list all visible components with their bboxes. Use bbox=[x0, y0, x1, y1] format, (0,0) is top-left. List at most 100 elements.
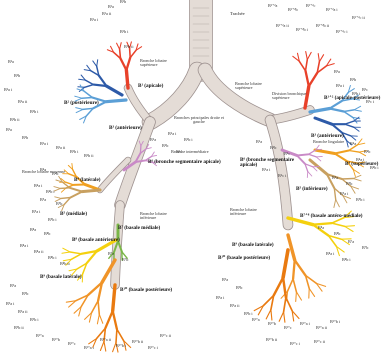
subsegment-label-r4-0: B⁴a bbox=[40, 168, 46, 172]
left-b9-branch-248 bbox=[295, 260, 306, 275]
right-b7-label: B⁷ (basale médiale) bbox=[118, 226, 160, 231]
right-b9-branch-117 bbox=[92, 301, 99, 313]
subsegment-label-l12-2: B¹⁺²c bbox=[306, 4, 315, 8]
left-b4-branch-195 bbox=[335, 154, 347, 162]
left-b4-branch-188 bbox=[335, 151, 349, 154]
subsegment-label-l9-4: B⁹b i bbox=[244, 312, 253, 316]
subsegment-label-r10-8: B¹⁰c ii bbox=[160, 334, 171, 338]
right-b2-branch-17 bbox=[85, 85, 94, 88]
right-b1-branch-5 bbox=[120, 49, 121, 58]
right-upper-lobe-bronchus bbox=[128, 88, 150, 122]
right-upper-lobe-bronchus-label: Bronche lobaire supérieure bbox=[140, 59, 180, 67]
left-b10-branch-264 bbox=[286, 298, 292, 311]
left-b3b-branch-179 bbox=[354, 127, 359, 131]
right-b3-branch-36 bbox=[76, 109, 83, 112]
left-lower-lobe-bronchus-label: Bronche lobaire inférieure bbox=[230, 208, 264, 216]
subsegment-label-r8-2: B⁸a i bbox=[20, 244, 28, 248]
subsegment-label-l10-5: B¹⁰b i bbox=[330, 320, 340, 324]
subsegment-label-l9-3: B⁹a ii bbox=[230, 304, 240, 308]
subsegment-label-r8-3: B⁸a ii bbox=[34, 250, 44, 254]
right-b9-branch-115 bbox=[99, 314, 103, 323]
left-b3b-branch-177 bbox=[345, 124, 354, 127]
subsegment-label-r10-1: B¹⁰b bbox=[52, 338, 60, 342]
subsegment-label-l12-0: B¹⁺²a bbox=[268, 4, 277, 8]
left-b5-label: B⁵ (inférieure) bbox=[296, 187, 328, 192]
subsegment-label-r1-2: B¹a i bbox=[90, 18, 98, 22]
subsegment-label-r1-0: B¹a bbox=[108, 5, 114, 9]
subsegment-label-l3-1: B³b bbox=[350, 78, 356, 82]
subsegment-label-r10-6: B¹⁰b ii bbox=[132, 340, 143, 344]
right-b3-branch-41 bbox=[75, 96, 82, 98]
right-b5-branch-61 bbox=[71, 192, 83, 198]
subsegment-label-r6-1: B⁶b bbox=[162, 144, 168, 148]
left-b3-branch-158 bbox=[330, 101, 342, 109]
subsegment-label-r5-0: B⁵a bbox=[40, 198, 46, 202]
subsegment-label-l12-1: B¹⁺²b bbox=[288, 8, 298, 12]
right-b8-branch-111 bbox=[63, 248, 70, 252]
left-b9-branch-253 bbox=[309, 288, 314, 296]
subsegment-label-r6-0: B⁶a bbox=[150, 138, 156, 142]
right-b8-branch-110 bbox=[62, 252, 70, 253]
left-b3b-branch-180 bbox=[332, 124, 342, 132]
subsegment-label-l9-2: B⁹a i bbox=[216, 296, 224, 300]
left-b3-branch-167 bbox=[354, 106, 361, 110]
left-b5-branch-206 bbox=[353, 179, 361, 181]
left-b6-branch-224 bbox=[316, 157, 321, 161]
left-b78-branch-238 bbox=[345, 226, 355, 227]
subsegment-label-l78-1: B⁸b bbox=[334, 232, 340, 236]
subsegment-label-r3-4: B³b i bbox=[70, 150, 78, 154]
subsegment-label-r10-3: B¹⁰a i bbox=[84, 346, 94, 350]
subsegment-label-r7-1: B⁷b bbox=[122, 258, 128, 262]
right-b3-branch-39 bbox=[82, 98, 92, 99]
left-b6-branch-230 bbox=[308, 172, 312, 176]
subsegment-label-r10-4: B¹⁰a ii bbox=[100, 338, 111, 342]
left-b9-branch-247 bbox=[288, 235, 295, 260]
left-b10-branch-268 bbox=[284, 312, 285, 322]
right-lower-lobe-bronchus-label: Bronche lobaire inférieure bbox=[140, 212, 176, 220]
subsegment-label-l6-1: B⁶b bbox=[270, 146, 276, 150]
right-b5-label: B⁵ (médiale) bbox=[60, 212, 87, 217]
left-b12-branch-150 bbox=[309, 73, 317, 86]
right-b10-branch-137 bbox=[104, 342, 106, 352]
subsegment-label-r6-3: B⁶a i bbox=[168, 132, 176, 136]
right-b1-branch-0 bbox=[126, 70, 128, 88]
subsegment-label-l12-4: B¹⁺²a ii bbox=[276, 24, 289, 28]
left-upper-lobe-bronchus-label: Bronche lobaire supérieure bbox=[235, 82, 273, 90]
subsegment-label-r8-4: B⁸b i bbox=[48, 256, 57, 260]
subsegment-label-l6-0: B⁶a bbox=[256, 140, 262, 144]
left-b9-branch-257 bbox=[296, 292, 301, 300]
right-b9-branch-116 bbox=[97, 314, 99, 324]
right-b4-branch-50 bbox=[66, 182, 74, 185]
left-b3-branch-169 bbox=[344, 112, 353, 118]
right-b10-branch-135 bbox=[105, 311, 112, 328]
main-bronchi-label: Bronches principales droite et gauche bbox=[170, 116, 228, 124]
subsegment-label-r8-0: B⁸a bbox=[30, 228, 36, 232]
left-b10-label: B¹⁰ (basale postérieure) bbox=[218, 256, 270, 261]
subsegment-label-l5-3: B⁵b i bbox=[356, 198, 365, 202]
subsegment-label-r9-4: B⁹b i bbox=[30, 318, 39, 322]
trachea-label: Trachée bbox=[230, 12, 245, 17]
left-b3-branch-166 bbox=[344, 110, 354, 112]
subsegment-label-r5-3: B⁵b i bbox=[48, 218, 57, 222]
left-b12-branch-148 bbox=[306, 52, 308, 60]
subsegment-label-r1-5: B¹b ii bbox=[124, 45, 134, 49]
right-b9-label: B⁹ (basale latérale) bbox=[40, 275, 82, 280]
left-b12-branch-153 bbox=[319, 55, 323, 62]
subsegment-label-l3-3: B³a i bbox=[336, 84, 344, 88]
subsegment-label-l78-2: B⁷a bbox=[348, 240, 354, 244]
subsegment-label-l10-0: B¹⁰a bbox=[252, 318, 260, 322]
left-b3-label: B³ (antérieure) bbox=[311, 134, 344, 139]
right-b1-branch-7 bbox=[120, 43, 122, 50]
subsegment-label-r9-3: B⁹a ii bbox=[18, 310, 28, 314]
left-b10-branch-272 bbox=[271, 310, 272, 320]
subsegment-label-l10-6: B¹⁰b ii bbox=[266, 338, 277, 342]
subsegment-label-r4-2: B⁴a i bbox=[34, 184, 42, 188]
right-b10-label: B¹⁰ (basale postérieure) bbox=[120, 288, 172, 293]
subsegment-label-l6-3: B⁶a i bbox=[262, 168, 270, 172]
right-b1-branch-1 bbox=[121, 59, 127, 71]
subsegment-label-r3-2: B³a i bbox=[40, 142, 48, 146]
left-b5-branch-204 bbox=[342, 179, 353, 180]
subsegment-label-l12-8: B¹⁺²c ii bbox=[352, 16, 365, 20]
subsegment-label-l12-7: B¹⁺²c i bbox=[336, 30, 348, 34]
